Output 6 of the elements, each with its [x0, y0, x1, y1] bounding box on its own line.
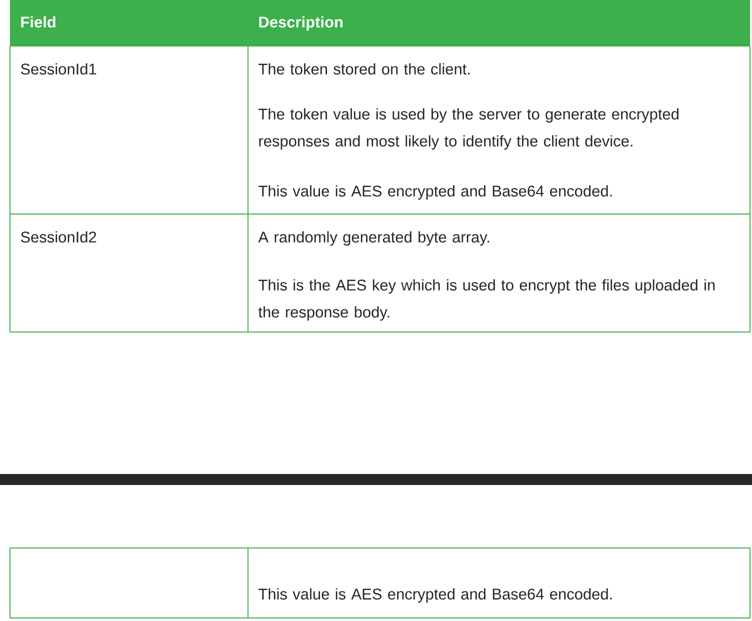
table-cell: A randomly generated byte array. This is the AES key which is used to encrypt the files uploaded in the response body. [248, 214, 750, 332]
table-cell: This value is AES encrypted and Base64 encoded. [248, 548, 750, 618]
header-cell: Field [10, 0, 248, 46]
table-cell: SessionId1 [10, 46, 248, 214]
table-cell: The token stored on the client. The token value is used by the server to generate encrypted responses and most likely to identify the client device. This value is AES encrypted and Base64 encoded. [248, 46, 750, 214]
table-cell: SessionId2 [10, 214, 248, 332]
